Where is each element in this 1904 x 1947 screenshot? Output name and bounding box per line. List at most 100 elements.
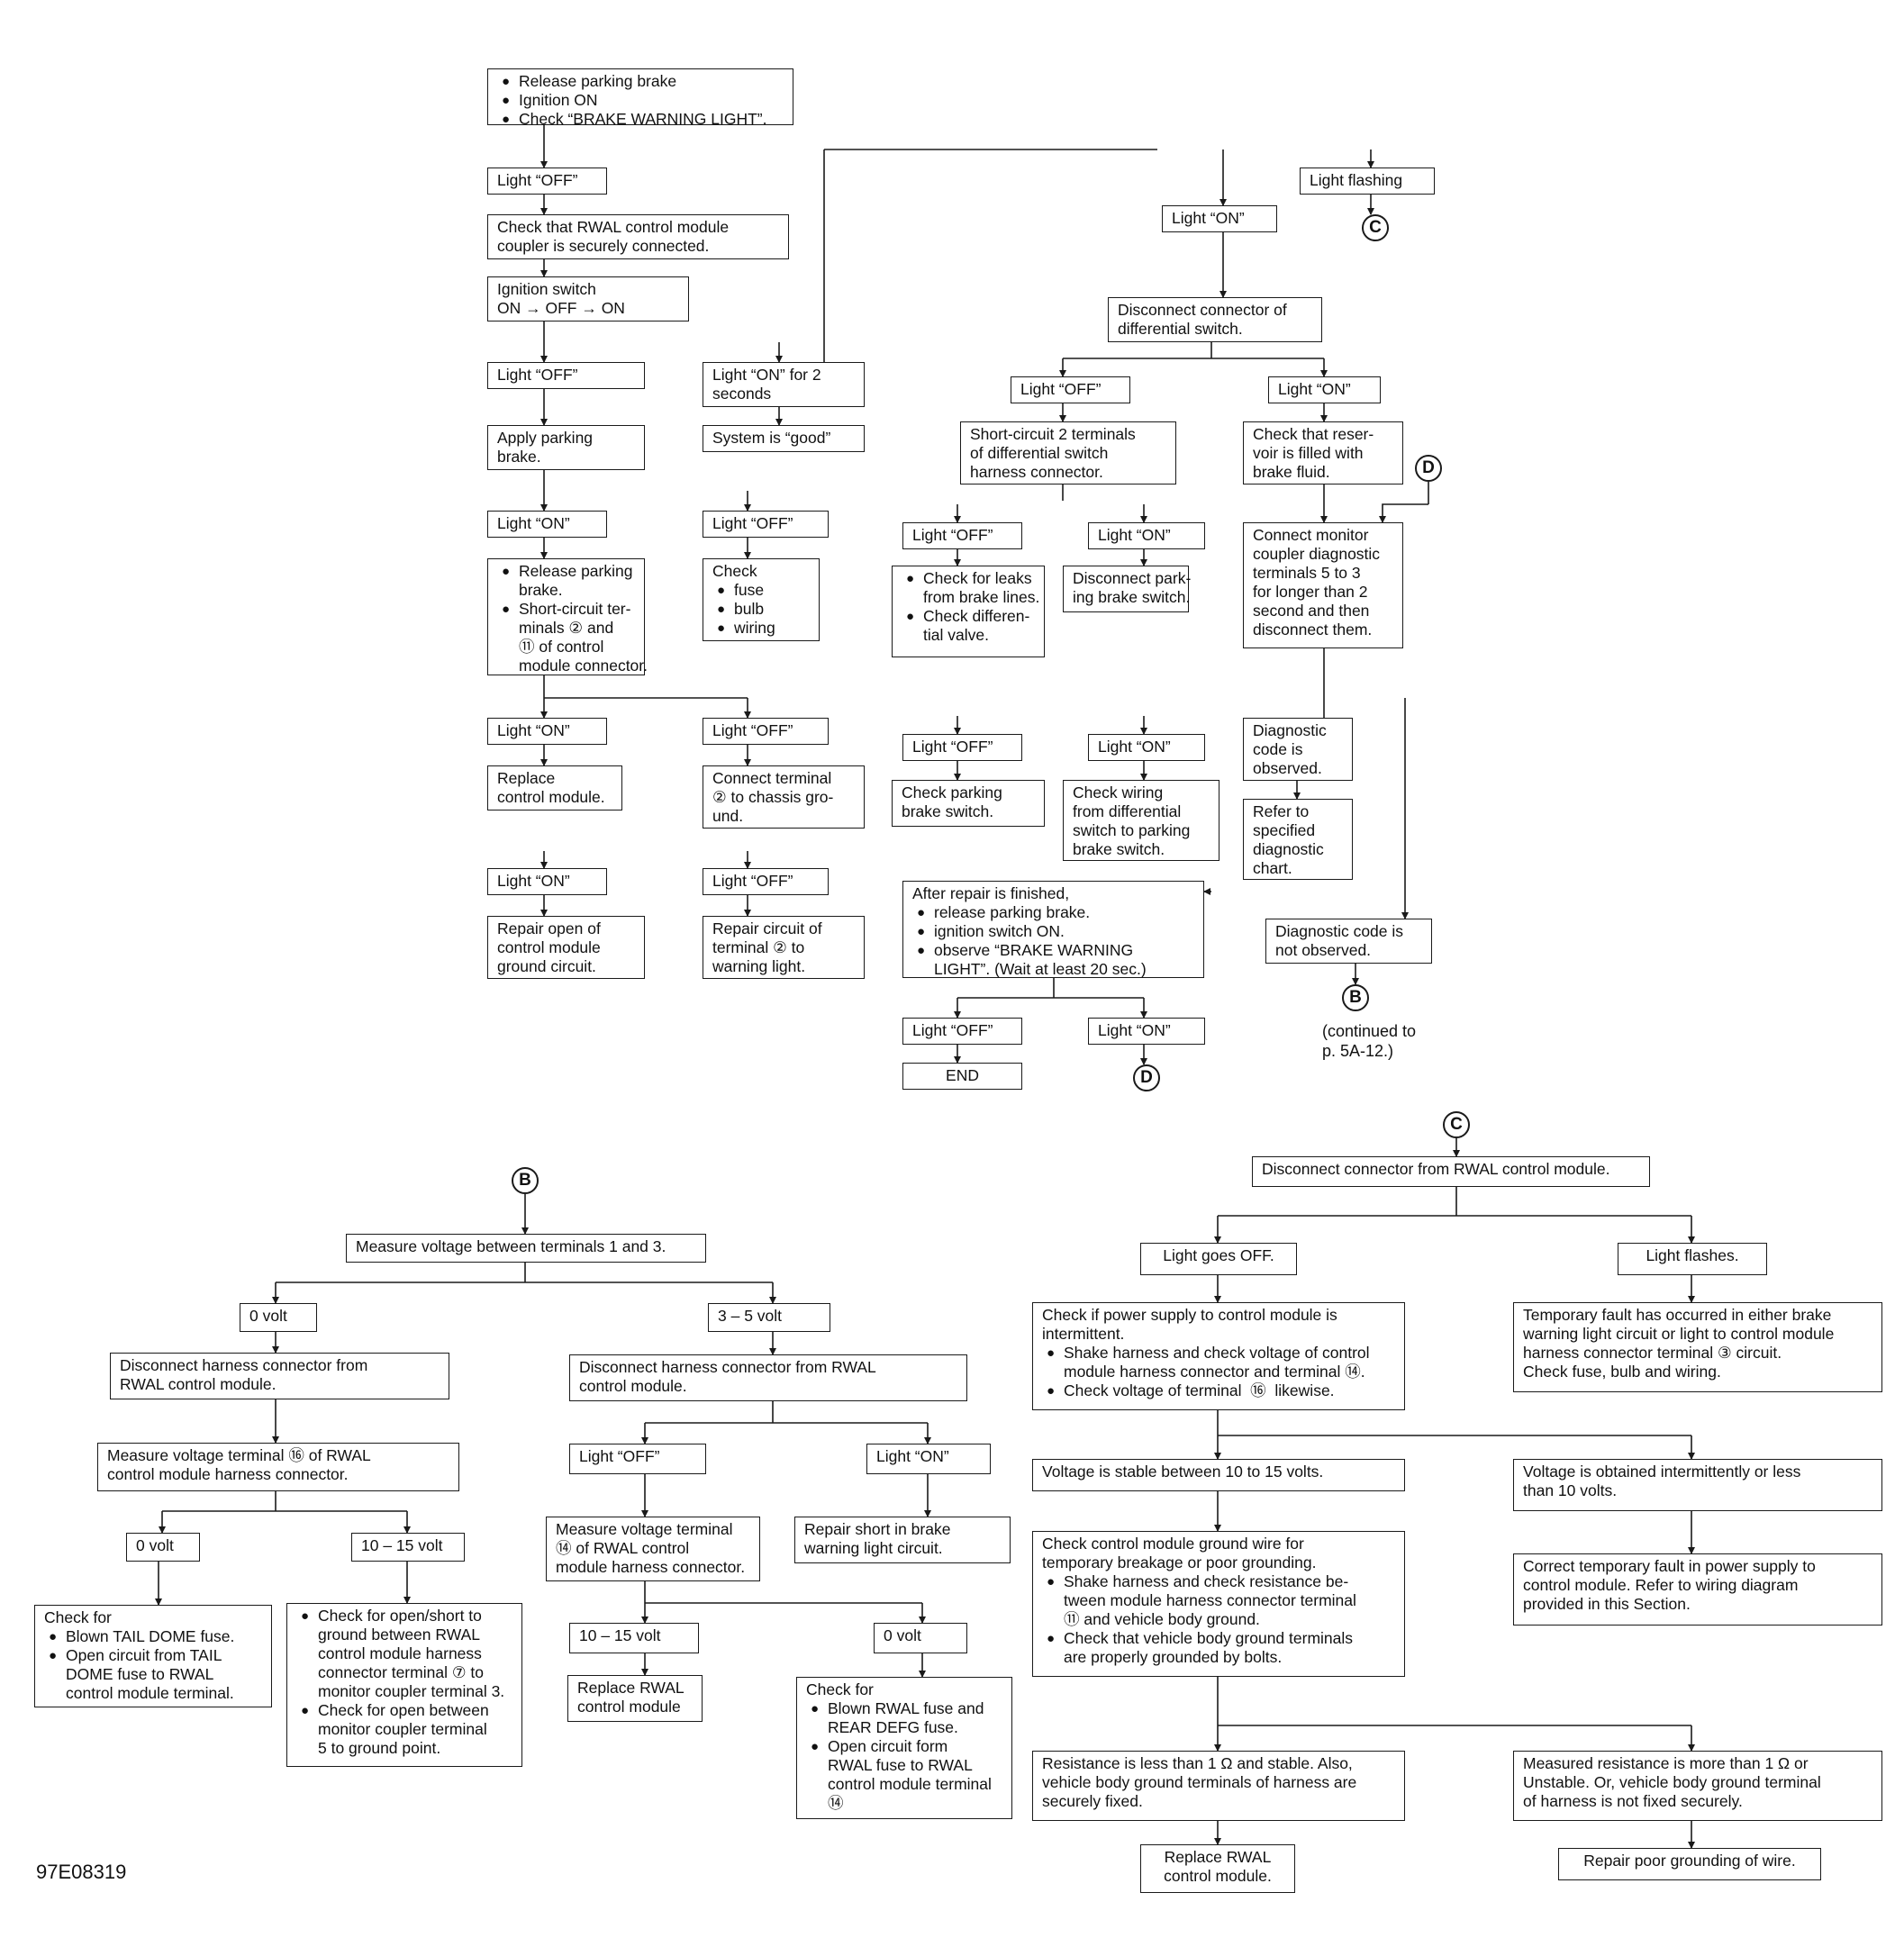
ignition-cycle-node: Ignition switch ON → OFF → ON [487,276,689,321]
bullet-item: Release parking brake [502,72,784,91]
bullet-item: Open circuit form RWAL fuse to RWAL cont… [811,1737,1002,1813]
bullet-list: Blown RWAL fuse and REAR DEFG fuse.Open … [806,1699,1002,1813]
bullet-item: Check for open between monitor coupler t… [301,1701,512,1758]
check-reservoir-node: Check that reser- voir is filled with br… [1243,421,1403,484]
light-on-4-node: Light “ON” [487,718,607,745]
flow-arrow [1379,503,1428,523]
short-diff-terminals-node: Short-circuit 2 terminals of differentia… [960,421,1176,484]
correct-fault-node: Correct temporary fault in power supply … [1513,1553,1882,1626]
check-open-terminal-7-node: Check for open/short to ground between R… [286,1603,522,1767]
bullet-item: Open circuit from TAIL DOME fuse to RWAL… [49,1646,262,1703]
bullet-item: Ignition ON [502,91,784,110]
check-pb-switch-node: Check parking brake switch. [892,780,1045,827]
connect-terminal-2-node: Connect terminal ② to chassis gro- und. [703,765,865,829]
bullet-list: release parking brake.ignition switch ON… [912,903,1194,979]
light-off-3-node: Light “OFF” [703,511,829,538]
zero-volt-c-node: 0 volt [874,1623,967,1653]
light-off-2-node: Light “OFF” [487,362,645,389]
light-on-node: Light “ON” [1162,205,1277,232]
bullet-item: Blown RWAL fuse and REAR DEFG fuse. [811,1699,1002,1737]
end-node: END [902,1063,1022,1090]
after-repair-node: After repair is finished,release parking… [902,881,1204,978]
measure-terminals-1-3-node: Measure voltage between terminals 1 and … [346,1234,706,1263]
bullet-item: ignition switch ON. [917,922,1194,941]
bullet-list: Check for open/short to ground between R… [296,1607,512,1758]
replace-control-module-node: Replace control module. [487,765,622,810]
connector-c-top: C [1362,214,1389,241]
disconnect-rwal-node: Disconnect connector from RWAL control m… [1252,1156,1650,1187]
check-tail-dome-node: Check forBlown TAIL DOME fuse.Open circu… [34,1605,272,1707]
disconnect-pb-switch-node: Disconnect park- ing brake switch. [1063,566,1191,612]
disconnect-harness-2-node: Disconnect harness connector from RWAL c… [569,1354,967,1401]
voltage-stable-node: Voltage is stable between 10 to 15 volts… [1032,1459,1405,1491]
connector-d-bottom: D [1133,1064,1160,1091]
light-on-3-node: Light “ON” [487,511,607,538]
check-fuse-node: Checkfusebulbwiring [703,558,820,641]
connector-d-top: D [1415,455,1442,482]
check-ground-wire-node: Check control module ground wire for tem… [1032,1531,1405,1677]
right-light-off-2-node: Light “OFF” [902,522,1022,549]
replace-rwal-module-2-node: Replace RWAL control module. [1140,1844,1295,1893]
light-off-4-node: Light “OFF” [703,718,829,745]
repair-grounding-node: Repair poor grounding of wire. [1558,1848,1821,1880]
final-light-off-node: Light “OFF” [902,1018,1022,1045]
bullet-item: Check voltage of terminal ⑯ likewise. [1047,1381,1395,1400]
bullet-list: Release parking brake.Short-circuit ter-… [497,562,648,675]
refer-chart-node: Refer to specified diagnostic chart. [1243,799,1353,880]
bullet-item: Check that vehicle body ground terminals… [1047,1629,1395,1667]
node-text-line: Check for [44,1608,112,1626]
node-text-line: After repair is finished, [912,884,1070,902]
bullet-item: Check “BRAKE WARNING LIGHT”. [502,110,784,129]
bullet-list: Blown TAIL DOME fuse.Open circuit from T… [44,1627,262,1703]
measure-terminal-14-node: Measure voltage terminal ⑭ of RWAL contr… [546,1517,760,1581]
right-light-off-3-node: Light “OFF” [902,734,1022,761]
bullet-list: Shake harness and check voltage of contr… [1042,1344,1395,1400]
bullet-item: release parking brake. [917,903,1194,922]
bullet-item: Shake harness and check voltage of contr… [1047,1344,1395,1381]
bullet-item: Shake harness and check resistance be- t… [1047,1572,1395,1629]
bottom-light-on-node: Light “ON” [866,1444,991,1474]
final-light-on-node: Light “ON” [1088,1018,1205,1045]
release-short-node: Release parking brake.Short-circuit ter-… [487,558,648,675]
bullet-list: Release parking brakeIgnition ONCheck “B… [497,72,784,129]
bullet-item: Check differen- tial valve. [906,607,1035,645]
bullet-item: Short-circuit ter- minals ② and ⑪ of con… [502,600,648,675]
system-good-node: System is “good” [703,425,865,452]
diag-observed-node: Diagnostic code is observed. [1243,718,1353,781]
bullet-item: wiring [717,619,810,638]
node-text-line: Check control module ground wire for tem… [1042,1535,1317,1571]
figure-code: 97E08319 [36,1861,127,1883]
node-text-line: Check [712,562,757,580]
ten-fifteen-volt-node: 10 – 15 volt [351,1533,465,1562]
apply-parking-brake-node: Apply parking brake. [487,425,645,470]
zero-volt-b-node: 0 volt [126,1533,200,1562]
check-power-supply-node: Check if power supply to control module … [1032,1302,1405,1410]
right-light-on-3-node: Light “ON” [1088,734,1205,761]
bullet-item: Blown TAIL DOME fuse. [49,1627,262,1646]
right-light-on-2-node: Light “ON” [1088,522,1205,549]
bullet-item: bulb [717,600,810,619]
resistance-less-node: Resistance is less than 1 Ω and stable. … [1032,1751,1405,1821]
zero-volt-node: 0 volt [240,1303,317,1332]
repair-short-node: Repair short in brake warning light circ… [794,1517,1011,1563]
light-flashing-node: Light flashing [1300,168,1435,195]
check-rwal-coupler-node: Check that RWAL control module coupler i… [487,214,789,259]
resistance-more-node: Measured resistance is more than 1 Ω or … [1513,1751,1882,1821]
connector-c-bottom: C [1443,1111,1470,1138]
node-text-line: Check for [806,1680,874,1698]
check-leaks-node: Check for leaks from brake lines.Check d… [892,566,1045,657]
right-light-on-node: Light “ON” [1268,376,1381,403]
connector-b-bottom: B [512,1167,539,1194]
three-five-volt-node: 3 – 5 volt [708,1303,830,1332]
light-off-5-node: Light “OFF” [703,868,829,895]
continued-note: (continued to p. 5A-12.) [1322,1022,1417,1060]
check-rwal-fuse-node: Check forBlown RWAL fuse and REAR DEFG f… [796,1677,1012,1819]
bullet-list: Check for leaks from brake lines.Check d… [902,569,1039,645]
diag-not-observed-node: Diagnostic code is not observed. [1265,919,1432,964]
repair-open-node: Repair open of control module ground cir… [487,916,645,979]
bottom-light-off-node: Light “OFF” [569,1444,706,1474]
light-goes-off-node: Light goes OFF. [1140,1243,1297,1275]
disconnect-diff-switch-node: Disconnect connector of differential swi… [1108,297,1322,342]
light-off-node: Light “OFF” [487,168,607,195]
